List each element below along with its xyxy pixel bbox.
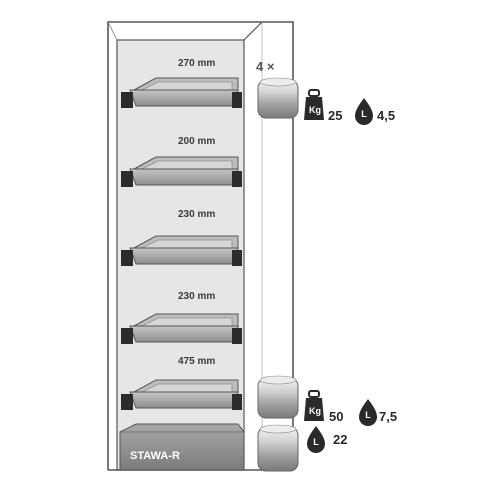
weight-icon-label: Kg <box>309 406 321 416</box>
tray-bracket-left <box>121 171 133 187</box>
bottom-drawer-cylinder <box>257 375 299 419</box>
tray-bracket-right <box>232 92 242 108</box>
shelf-gap-label-2: 200 mm <box>178 136 216 147</box>
tray-bracket-left <box>121 394 133 410</box>
tray-bracket-left <box>121 92 133 108</box>
drop-icon-label: L <box>313 437 319 447</box>
weight-icon <box>304 89 324 120</box>
tray-bracket-right <box>232 250 242 266</box>
drawer-weight: 25 <box>328 108 343 123</box>
drawer-tray <box>121 77 242 108</box>
drop-icon <box>307 426 325 453</box>
drop-icon <box>359 399 377 426</box>
tray-bracket-left <box>121 328 133 344</box>
bottom-drawer-weight: 50 <box>329 409 344 424</box>
shelf-gap-label-1: 270 mm <box>178 58 216 69</box>
tray-bracket-right <box>232 328 242 344</box>
drawer-tray <box>121 313 242 344</box>
weight-icon <box>304 390 324 421</box>
sump-volume: 22 <box>333 432 348 447</box>
tray-bracket-right <box>232 171 242 187</box>
drawer-cylinder-group <box>257 77 299 119</box>
drop-icon-label: L <box>361 109 367 119</box>
drawer-volume: 4,5 <box>377 108 396 123</box>
shelf-gap-label-4: 230 mm <box>178 291 216 302</box>
weight-icon-label: Kg <box>309 105 321 115</box>
drawer-tray <box>121 235 242 266</box>
sump-tray <box>119 423 245 471</box>
drawer-tray <box>121 156 242 187</box>
drop-icon-label: L <box>365 410 371 420</box>
shelf-gap-label-3: 230 mm <box>178 209 216 220</box>
tray-bracket-left <box>121 250 133 266</box>
tray-bracket-right <box>232 394 242 410</box>
drawer-count: 4 × <box>256 59 275 74</box>
drawer-tray <box>121 379 242 410</box>
sump-cylinder <box>257 424 299 472</box>
model-label: STAWA-R <box>130 450 180 462</box>
shelf-gap-label-5: 475 mm <box>178 356 216 367</box>
bottom-drawer-volume: 7,5 <box>379 409 398 424</box>
drop-icon <box>355 98 373 125</box>
